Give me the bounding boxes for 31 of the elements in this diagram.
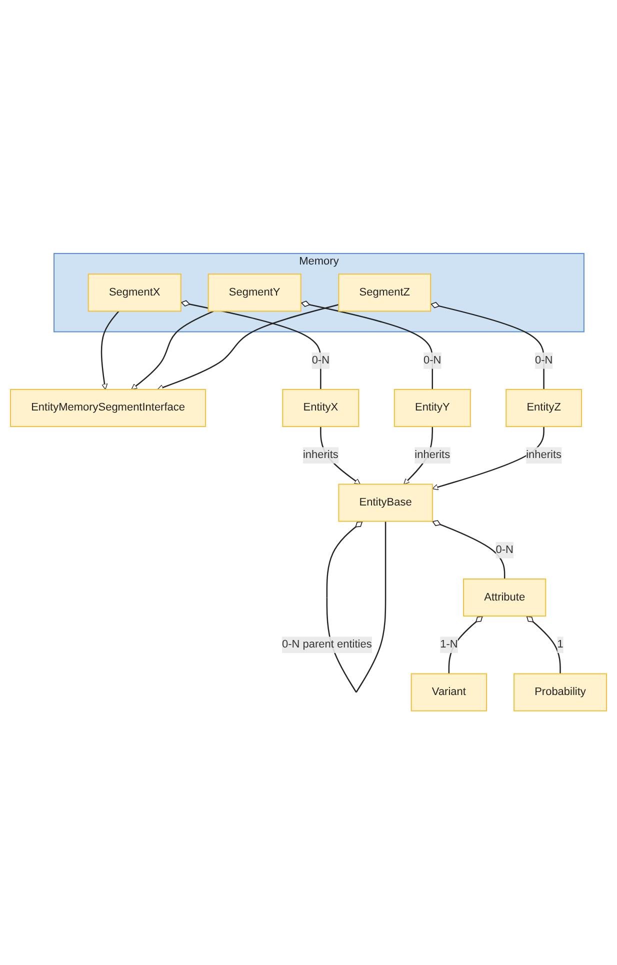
node-box: EntityBase bbox=[338, 484, 433, 522]
edge-label: 0-N bbox=[424, 354, 442, 366]
connector bbox=[448, 616, 484, 674]
connector bbox=[300, 301, 434, 390]
node-box: EntityX bbox=[282, 389, 360, 428]
node-box: EntityMemorySegmentInterface bbox=[10, 389, 206, 428]
node-box: Attribute bbox=[463, 578, 546, 617]
node-box: Variant bbox=[410, 674, 488, 712]
edge-label: 0-N bbox=[534, 354, 553, 366]
edge-label: 0-N parent entities bbox=[282, 639, 372, 651]
connector bbox=[432, 520, 506, 580]
connector bbox=[180, 300, 322, 390]
edge-label: inherits bbox=[302, 450, 338, 462]
connector bbox=[526, 616, 561, 674]
edge-label: 1-N bbox=[440, 639, 458, 651]
node-box: Probability bbox=[513, 674, 608, 712]
node-box: SegmentZ bbox=[338, 274, 432, 312]
node-box: SegmentY bbox=[208, 274, 302, 312]
arrow bbox=[157, 304, 339, 391]
connector bbox=[430, 302, 544, 390]
arrow bbox=[100, 311, 120, 390]
edge-label: 0-N bbox=[496, 544, 514, 556]
edge-label: 0-N bbox=[312, 354, 330, 366]
node-box: EntityY bbox=[394, 389, 471, 428]
arrow bbox=[432, 426, 544, 490]
node-box: EntityZ bbox=[506, 389, 582, 428]
arrow bbox=[131, 310, 214, 390]
node-box: SegmentX bbox=[88, 274, 182, 312]
edge-label: inherits bbox=[526, 450, 562, 462]
edge-label: inherits bbox=[414, 450, 450, 462]
edge-label: 1 bbox=[557, 639, 564, 651]
